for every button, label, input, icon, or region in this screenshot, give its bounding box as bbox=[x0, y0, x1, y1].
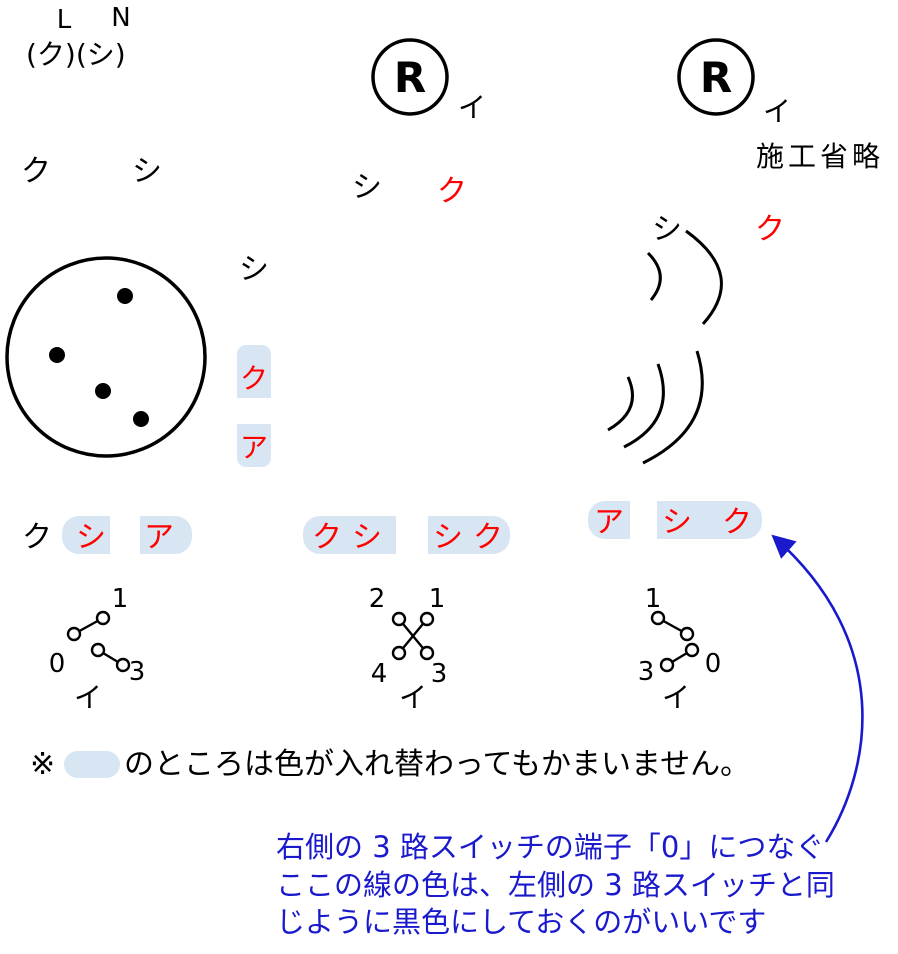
terminal-circle bbox=[659, 657, 675, 673]
terminal-circle bbox=[66, 626, 82, 642]
power-wire-colors-label: (ク)(シ) bbox=[26, 38, 126, 71]
terminal-label-1: 1 bbox=[429, 584, 446, 614]
terminal-label-3: 3 bbox=[129, 657, 146, 687]
connector-label: シ bbox=[433, 520, 463, 555]
cable-entry-dot bbox=[133, 411, 149, 427]
connector-row-right: ア シ ク bbox=[588, 501, 762, 540]
annotation-line-2: ここの線の色は、左側の 3 路スイッチと同 bbox=[276, 868, 835, 902]
annotation: 右側の 3 路スイッチの端子「0」につなぐ ここの線の色は、左側の 3 路スイッ… bbox=[276, 830, 835, 939]
lamp-black-wire-label: ク bbox=[755, 212, 785, 247]
terminal-circle bbox=[90, 642, 106, 658]
cable-arc bbox=[623, 363, 665, 449]
cable-arc bbox=[685, 229, 723, 326]
cable-arc bbox=[607, 376, 634, 432]
terminal-circle bbox=[391, 645, 407, 661]
lamp-receptacle-right: R イ 施工省略 シ ク bbox=[652, 38, 884, 247]
lamp-white-wire-label: シ bbox=[652, 212, 682, 247]
terminal-label-1: 1 bbox=[112, 584, 129, 614]
lamp-circle-icon bbox=[677, 38, 755, 116]
cable-arcs-upper bbox=[646, 229, 723, 326]
terminal-label-4: 4 bbox=[371, 659, 388, 689]
connector-label: シ bbox=[76, 520, 106, 555]
switch-4way-middle: 2 1 4 3 イ bbox=[369, 584, 448, 714]
connector-label: ア bbox=[240, 431, 268, 464]
connector-gap bbox=[110, 516, 140, 554]
connector-gap bbox=[237, 398, 271, 424]
connector-label: ク bbox=[312, 520, 342, 555]
switch-circuit-label: イ bbox=[399, 681, 427, 714]
lamp-circle-icon bbox=[371, 38, 449, 116]
lamp-symbol: R bbox=[700, 53, 732, 102]
terminal-label-2: 2 bbox=[369, 584, 386, 614]
terminal-circle bbox=[95, 610, 111, 626]
terminal-circle bbox=[650, 610, 666, 626]
switch-3way-right: 1 0 3 イ bbox=[638, 584, 722, 714]
terminal-label-3: 3 bbox=[638, 657, 655, 687]
terminal-label-0: 0 bbox=[49, 649, 66, 679]
connector-gap bbox=[630, 501, 657, 539]
cable-entry-dot bbox=[49, 347, 65, 363]
switch-circuit-label: イ bbox=[74, 681, 102, 714]
switch-cross-line bbox=[398, 618, 428, 654]
connector-outside-label: ク bbox=[22, 520, 52, 555]
connector-label: シ bbox=[352, 520, 382, 555]
connector-label: ク bbox=[722, 505, 752, 540]
note-text: のところは色が入れ替わってもかまいません。 bbox=[124, 747, 750, 782]
source-white-wire-label: シ bbox=[132, 154, 162, 189]
connector-label: シ bbox=[662, 505, 692, 540]
switch-circuit-label: イ bbox=[662, 681, 690, 714]
terminal-circle bbox=[391, 611, 407, 627]
connector-row-middle: ク シ シ ク bbox=[303, 516, 510, 555]
lamp-black-wire-label: ク bbox=[437, 174, 467, 209]
cable-arc bbox=[642, 350, 704, 465]
cable-entry-dot bbox=[117, 288, 133, 304]
lamp-white-wire-label: シ bbox=[352, 170, 382, 205]
omission-note: 施工省略 bbox=[756, 140, 884, 173]
connector-row-left: ク シ ア bbox=[22, 516, 192, 555]
cable-entry-dot bbox=[95, 383, 111, 399]
source-black-wire-label: ク bbox=[21, 154, 51, 189]
terminal-circle bbox=[115, 657, 131, 673]
terminal-circle bbox=[679, 626, 695, 642]
annotation-line-3: じように黒色にしておくのがいいです bbox=[276, 905, 766, 939]
terminal-label-0: 0 bbox=[705, 649, 722, 679]
junction-box: シ bbox=[5, 252, 269, 458]
power-n-label: N bbox=[111, 3, 130, 33]
lamp-circuit-label: イ bbox=[458, 91, 486, 124]
annotation-line-1: 右側の 3 路スイッチの端子「0」につなぐ bbox=[276, 830, 824, 864]
lamp-circuit-label: イ bbox=[763, 95, 791, 128]
connector-gap bbox=[396, 516, 428, 554]
annotation-arrow bbox=[771, 534, 864, 843]
cable-arc bbox=[646, 251, 662, 301]
connector-label: ア bbox=[594, 505, 624, 540]
lamp-receptacle-left: R イ シ ク bbox=[352, 38, 486, 209]
junction-box-circle-icon bbox=[5, 256, 207, 458]
terminal-label-3: 3 bbox=[431, 659, 448, 689]
switch-3way-left: 1 0 3 イ bbox=[49, 584, 146, 714]
note-marker: ※ bbox=[30, 747, 55, 782]
note-pill-icon bbox=[64, 751, 120, 778]
terminal-label-1: 1 bbox=[645, 584, 662, 614]
connector-label: ア bbox=[144, 520, 174, 555]
power-l-label: L bbox=[57, 5, 72, 35]
connector-label: ク bbox=[240, 362, 268, 395]
junction-white-wire-label: シ bbox=[239, 252, 269, 287]
vertical-connector-strip: ク ア bbox=[237, 345, 271, 467]
terminal-circle bbox=[419, 645, 435, 661]
cable-arcs-lower bbox=[607, 350, 704, 465]
terminal-circle bbox=[419, 611, 435, 627]
power-source: L N (ク)(シ) ク シ bbox=[21, 3, 162, 189]
color-note: ※ のところは色が入れ替わってもかまいません。 bbox=[30, 747, 750, 782]
lamp-symbol: R bbox=[394, 53, 426, 102]
terminal-circle bbox=[684, 642, 700, 658]
connector-label: ク bbox=[473, 520, 503, 555]
